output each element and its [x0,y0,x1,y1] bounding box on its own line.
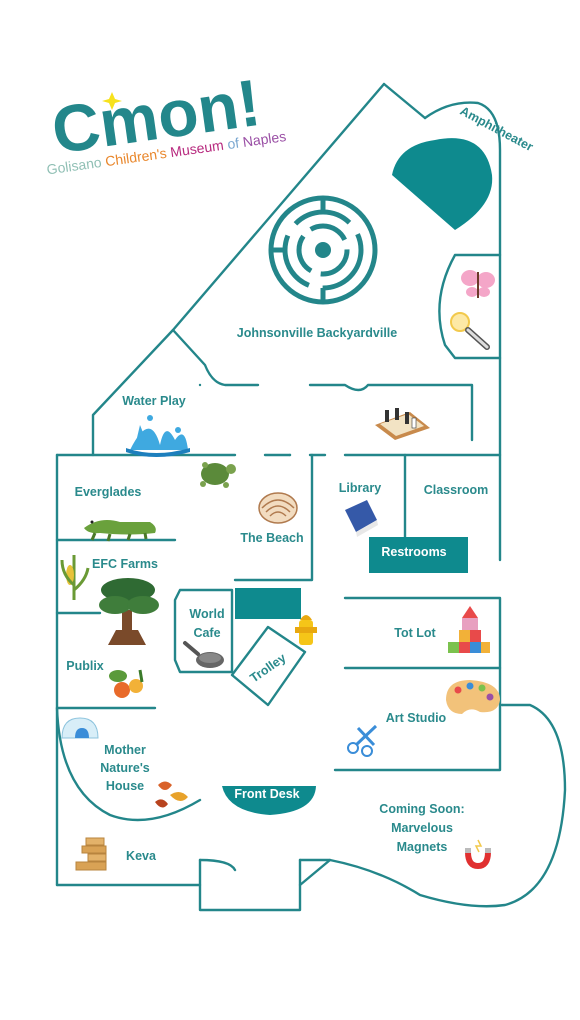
sparkle-icon [102,92,122,110]
label-restrooms: Restrooms [381,545,446,559]
label-the-beach: The Beach [240,531,303,545]
paint-palette-icon [446,680,500,714]
alligator-icon [84,520,156,542]
vegetables-icon [109,669,144,698]
label-publix: Publix [66,659,104,673]
water-splash-icon [126,415,190,457]
logo-tagline: Golisano Children's Museum of Naples [46,128,287,177]
maze-icon [268,195,378,305]
corn-icon [60,555,90,600]
label-trolley: Trolley [247,651,288,686]
fire-hydrant-icon [295,615,317,645]
wall-bottom-right [298,703,567,908]
label-coming-soon-line3: Magnets [397,840,448,854]
chess-board-icon [375,408,430,440]
museum-logo: Cmon! Golisano Children's Museum of Napl… [46,65,287,178]
label-world-cafe-line1: World [189,607,224,621]
leaves-icon [155,781,188,808]
label-efc-farms: EFC Farms [92,557,158,571]
label-tot-lot: Tot Lot [394,626,436,640]
label-coming-soon-line2: Marvelous [391,821,453,835]
turtle-icon [200,462,236,488]
scissors-icon [347,724,378,757]
label-world-cafe-line2: Cafe [193,626,220,640]
cafe-counter [235,588,301,619]
label-water-play: Water Play [122,394,186,408]
restrooms-block [369,537,468,573]
tree-icon [99,578,159,645]
magnifier-icon [450,312,490,350]
wall-right-upper [423,101,502,562]
label-mother-nature-line3: House [106,779,144,793]
label-art-studio: Art Studio [386,711,447,725]
label-mother-nature-line2: Nature's [100,761,150,775]
butterfly-icon [461,270,495,298]
block-tower-icon [448,606,490,653]
wall-diagonal [91,82,386,457]
map-walls [55,82,567,912]
label-everglades: Everglades [75,485,142,499]
label-keva: Keva [126,849,157,863]
seashell-icon [258,492,298,524]
label-classroom: Classroom [424,483,489,497]
magnet-icon [465,839,491,870]
label-backyardville: Johnsonville Backyardville [237,326,398,340]
label-coming-soon-line1: Coming Soon: [379,802,464,816]
label-library: Library [339,481,381,495]
igloo-icon [61,717,99,739]
trolley-outline [230,625,307,707]
front-desk-shape [222,786,316,815]
wood-blocks-icon [75,837,107,871]
book-icon [345,500,378,537]
label-front-desk: Front Desk [234,787,299,801]
label-mother-nature-line1: Mother [104,743,146,757]
frying-pan-icon [183,641,224,668]
amphitheater-stage [392,138,493,230]
